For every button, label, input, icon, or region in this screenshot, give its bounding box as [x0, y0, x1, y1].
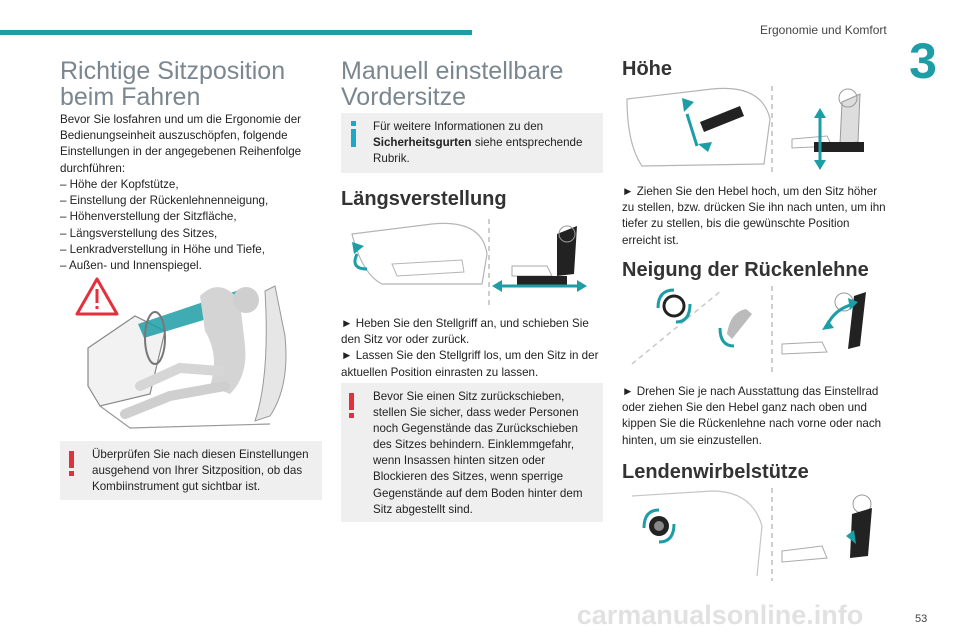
col1-warning-text: Überprüfen Sie nach diesen Einstellungen… — [92, 448, 309, 493]
col2-warning-box: Bevor Sie einen Sitz zurückschieben, ste… — [341, 383, 603, 522]
section-header: Ergonomie und Komfort — [760, 23, 887, 37]
list-item: – Höhe der Kopfstütze, — [60, 178, 179, 191]
warning-exclamation-icon — [69, 451, 74, 476]
driving-position-illustration — [75, 277, 287, 429]
height-adjust-illustration — [626, 86, 864, 176]
col2-warning-text: Bevor Sie einen Sitz zurückschieben, ste… — [373, 390, 583, 516]
col1-warning-box: Überprüfen Sie nach diesen Einstellungen… — [60, 441, 322, 500]
col2-title: Manuell einstellbare Vordersitze — [341, 57, 564, 111]
list-item: – Längsverstellung des Sitzes, — [60, 226, 218, 240]
section-title-neigung: Neigung der Rückenlehne — [622, 259, 869, 281]
header-accent-bar — [0, 30, 472, 35]
warning-triangle-icon — [75, 277, 119, 316]
col2-steps: ► Heben Sie den Stellgriff an, und schie… — [341, 316, 605, 381]
chapter-number: 3 — [909, 33, 937, 89]
height-text: ► Ziehen Sie den Hebel hoch, um den Sitz… — [622, 185, 886, 247]
list-item: – Außen- und Innenspiegel. — [60, 259, 202, 273]
warning-exclamation-icon — [349, 393, 354, 418]
recline-adjust-illustration — [631, 286, 866, 372]
list-item: ► Heben Sie den Stellgriff an, und schie… — [341, 317, 589, 347]
page-number: 53 — [915, 613, 928, 625]
info-icon — [351, 121, 356, 147]
list-item: – Einstellung der Rückenlehnenneigung, — [60, 194, 269, 208]
recline-text: ► Drehen Sie je nach Ausstattung das Ein… — [622, 385, 882, 447]
watermark: carmanualsonline.info — [576, 600, 864, 630]
info-text-bold: Sicherheitsgurten — [373, 136, 472, 149]
lumbar-adjust-illustration — [631, 488, 872, 581]
section-title-hoehe: Höhe — [622, 58, 672, 80]
info-text-prefix: Für weitere Informationen zu den — [373, 120, 544, 133]
col1-intro: Bevor Sie losfahren und um die Ergonomie… — [60, 113, 302, 175]
longitudinal-adjust-illustration — [351, 219, 587, 306]
section-title-lendenwirbelstuetze: Lendenwirbelstütze — [622, 461, 809, 483]
list-item: – Höhenverstellung der Sitzfläche, — [60, 210, 237, 224]
col2-info-box: Für weitere Informationen zu den Sicherh… — [341, 113, 603, 173]
info-text-suffix: siehe entsprechende Rubrik. — [373, 136, 583, 165]
list-item: ► Lassen Sie den Stellgriff los, um den … — [341, 349, 599, 379]
section-title-laengsverstellung: Längsverstellung — [341, 188, 507, 210]
list-item: – Lenkradverstellung in Höhe und Tiefe, — [60, 242, 265, 256]
col1-title: Richtige Sitzposition beim Fahren — [60, 57, 286, 111]
col1-step-list: – Höhe der Kopfstütze, – Einstellung der… — [60, 177, 322, 274]
